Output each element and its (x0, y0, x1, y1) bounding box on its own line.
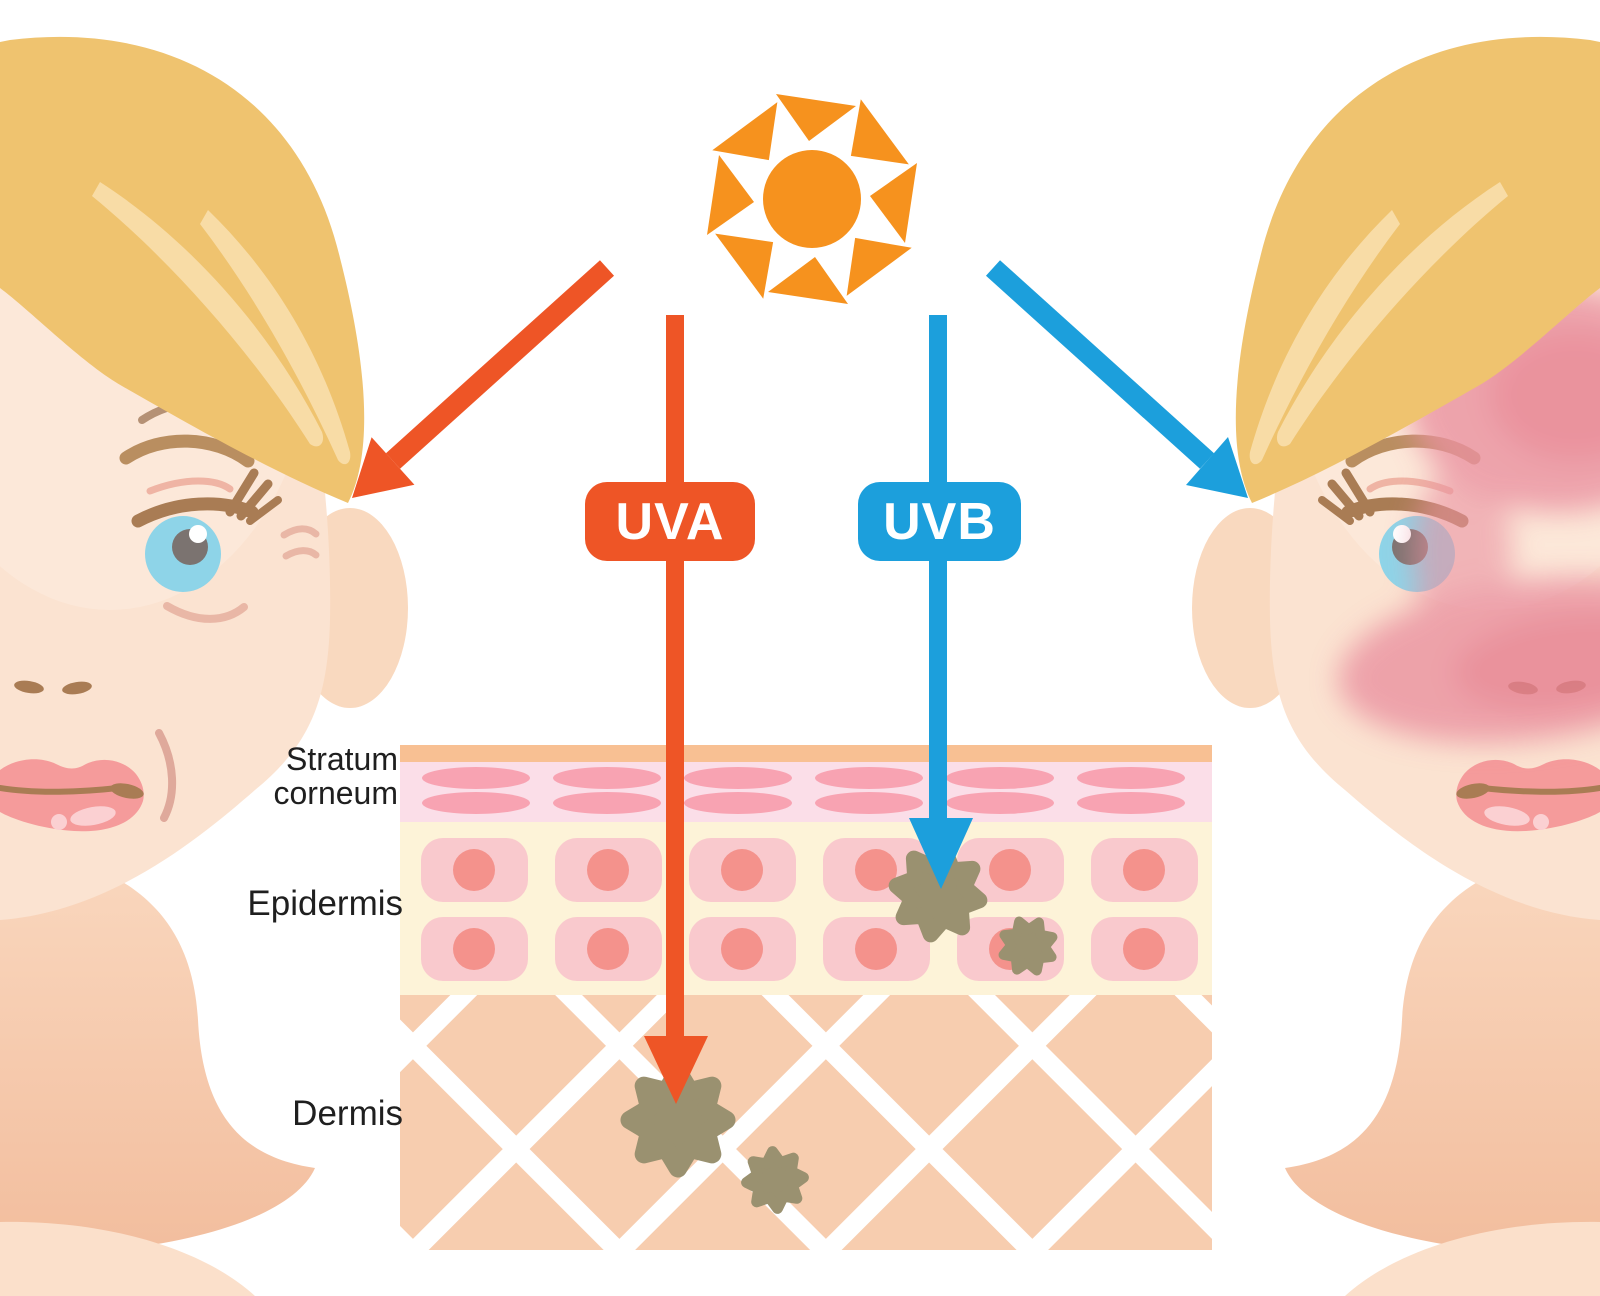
stratum-corneum-layer (400, 762, 1212, 822)
uva-badge: UVA (585, 482, 755, 561)
epidermis-label: Epidermis (247, 884, 403, 923)
uva-to-face-arrow-icon (352, 260, 615, 498)
epidermis-layer (400, 822, 1212, 995)
stratum-corneum-label: Stratum corneum (0, 741, 399, 811)
skin-cross-section (400, 745, 1212, 1250)
uvb-badge: UVB (858, 482, 1021, 561)
stratum-corneum-label-line1: Stratum (285, 741, 398, 777)
skin-surface-band (400, 745, 1212, 762)
left-face-aging (0, 36, 408, 1296)
uvb-to-face-arrow-icon (985, 260, 1248, 498)
right-face-sunburn (1192, 36, 1600, 1296)
sun-rays (707, 94, 917, 304)
uvb-penetration-arrow-icon (909, 315, 973, 889)
dermis-label: Dermis (292, 1094, 403, 1133)
dermis-layer (400, 995, 1212, 1250)
stratum-corneum-label-line2: corneum (273, 775, 399, 811)
sun-icon (707, 94, 917, 304)
